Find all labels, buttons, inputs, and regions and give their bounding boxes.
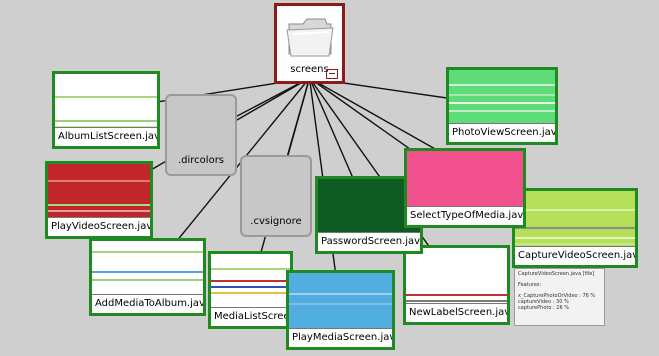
content-strip [289, 293, 392, 295]
file-node-medialist[interactable]: MediaListScreen.java [208, 251, 293, 329]
file-label: MediaListScreen.java [211, 307, 290, 326]
content-strip [92, 279, 203, 281]
content-strip [211, 268, 290, 270]
content-strip [92, 271, 203, 273]
folder-cvsignore[interactable]: .cvsignore [240, 155, 312, 237]
file-label: SelectTypeOfMedia.java [407, 206, 523, 225]
tooltip-features-heading: Features: [518, 282, 542, 288]
content-strip [515, 209, 635, 211]
file-label: AlbumListScreen.java [55, 127, 157, 146]
file-node-albumlist[interactable]: AlbumListScreen.java [52, 71, 160, 149]
content-strip [55, 96, 157, 98]
root-folder-label: screens [290, 64, 329, 75]
content-strip [48, 204, 150, 206]
file-label: AddMediaToAlbum.java [92, 294, 203, 313]
content-strip [515, 227, 635, 229]
file-label: PlayVideoScreen.java [48, 217, 150, 236]
file-label: PlayMediaScreen.java [289, 328, 392, 347]
content-strip [211, 292, 290, 294]
content-strip [515, 237, 635, 239]
file-node-photoview[interactable]: PhotoViewScreen.java [446, 67, 558, 145]
tooltip-feature-line: x_CapturePhotoOrVideo : 76 % [518, 293, 596, 299]
file-label: PasswordScreen.java [318, 232, 420, 251]
file-node-capturevideo[interactable]: CaptureVideoScreen.java [512, 188, 638, 268]
tooltip-feature-line: capturePhoto : 26 % [518, 305, 569, 311]
folder-label: .cvsignore [250, 216, 302, 227]
content-strip [55, 120, 157, 122]
file-node-playvideo[interactable]: PlayVideoScreen.java [45, 161, 153, 239]
file-node-newlabel[interactable]: NewLabelScreen.java [403, 245, 510, 325]
file-node-playmedia[interactable]: PlayMediaScreen.java [286, 270, 395, 350]
content-strip [406, 294, 507, 296]
content-strip [289, 303, 392, 305]
folder-label: .dircolors [177, 155, 225, 166]
folder-icon [286, 18, 334, 57]
root-folder-screens[interactable]: screens [274, 3, 345, 84]
content-strip [92, 251, 203, 253]
tooltip-title: CaptureVideoScreen.java [file] [518, 271, 595, 277]
content-strip [515, 243, 635, 245]
file-tooltip: CaptureVideoScreen.java [file] Features:… [514, 268, 605, 326]
tooltip-feature-line: captureVideo : 30 % [518, 299, 569, 305]
content-strip [48, 180, 150, 182]
file-node-selecttype[interactable]: SelectTypeOfMedia.java [404, 148, 526, 228]
content-strip [48, 210, 150, 212]
file-label: PhotoViewScreen.java [449, 123, 555, 142]
content-strip [211, 286, 290, 288]
content-strip [449, 84, 555, 86]
content-strip [406, 300, 507, 302]
content-strip [449, 94, 555, 96]
file-label: NewLabelScreen.java [406, 303, 507, 322]
file-node-addmedia[interactable]: AddMediaToAlbum.java [89, 238, 206, 316]
content-strip [211, 280, 290, 282]
content-strip [449, 110, 555, 112]
collapse-button[interactable] [326, 69, 338, 79]
content-strip [449, 102, 555, 104]
file-label: CaptureVideoScreen.java [515, 246, 635, 265]
folder-dircolors[interactable]: .dircolors [165, 94, 237, 176]
